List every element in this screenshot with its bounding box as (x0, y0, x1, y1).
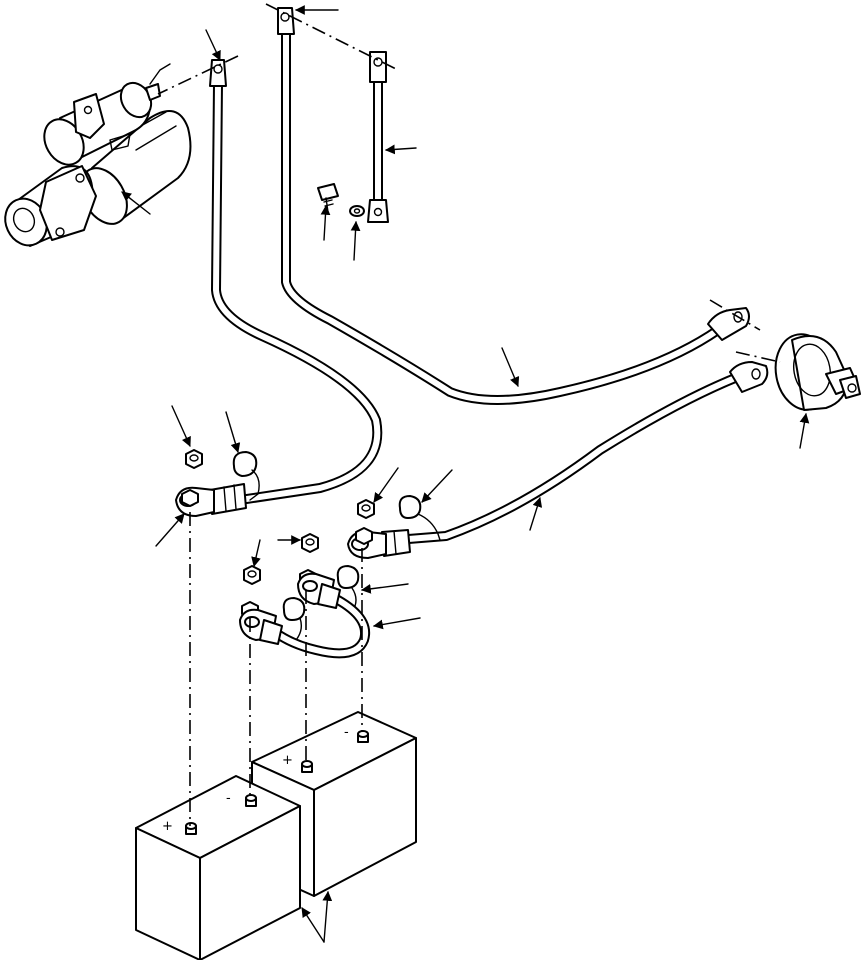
starter-positive-cable (175, 59, 383, 517)
rear-battery-plus-sign: + (282, 753, 293, 768)
disconnect-switch (774, 333, 861, 411)
terminal-cap-switch (398, 495, 441, 541)
terminal-cap-jumper-top (336, 565, 360, 613)
nut-jumper-bottom (243, 565, 261, 585)
nut-jumper-top (301, 533, 319, 553)
switch-cable (347, 361, 769, 559)
starter-motor (4, 63, 192, 247)
rear-battery-terminal-negative (357, 730, 369, 743)
front-battery-plus-sign: + (162, 819, 173, 834)
front-battery-terminal-positive (185, 822, 197, 835)
front-battery: + - (135, 775, 301, 960)
terminal-cap-jumper-bottom (282, 597, 306, 641)
battery-jumper-cable (239, 572, 371, 659)
bolt (317, 183, 339, 213)
washer (349, 205, 365, 217)
nut-front (185, 449, 203, 469)
rear-battery-minus-sign: - (344, 725, 349, 740)
short-cable (367, 51, 389, 223)
terminal-cap-front (232, 451, 260, 501)
front-battery-terminal-negative (245, 794, 257, 807)
nut-switch (357, 499, 375, 519)
front-battery-minus-sign: - (226, 791, 231, 806)
ground-cable (277, 7, 750, 405)
callout-leaders (121, 5, 810, 943)
rear-battery-terminal-positive (301, 760, 313, 773)
assembly-centerlines (157, 3, 781, 826)
